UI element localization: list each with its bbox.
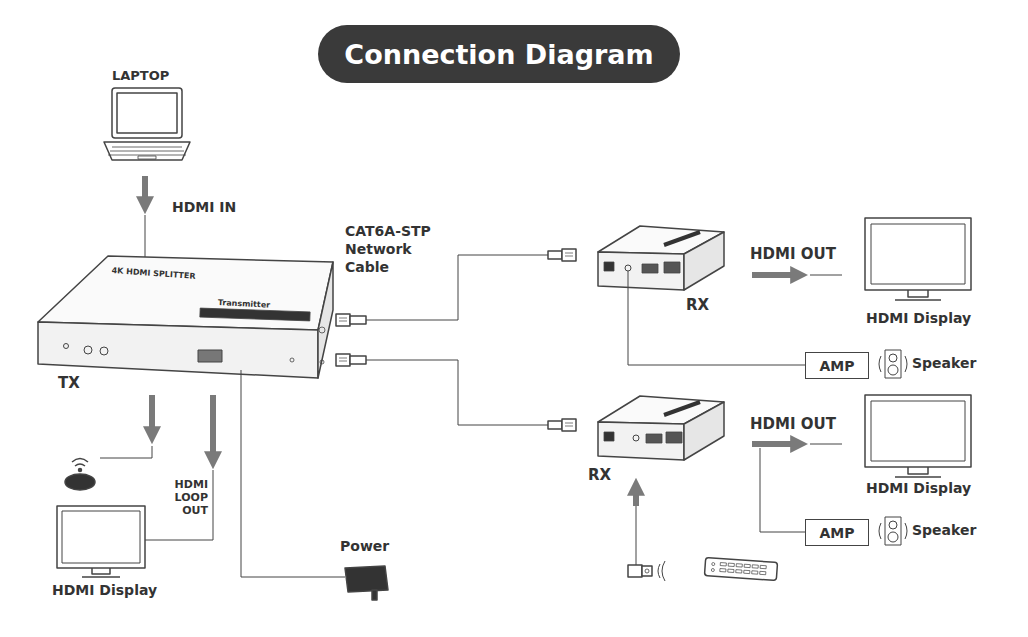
rj45-plug [336, 314, 366, 366]
display-icon [57, 506, 145, 577]
laptop-icon [104, 88, 190, 160]
power-adapter [345, 566, 388, 600]
rj45-plug [548, 249, 576, 431]
box-label: AMP [819, 358, 854, 374]
speaker-icon [879, 350, 907, 378]
device-name: Speaker [912, 355, 976, 372]
remote-control [704, 558, 777, 581]
transmitter-device [38, 256, 333, 378]
display-icon [865, 395, 971, 477]
box-label: AMP [819, 525, 854, 541]
display-icon [865, 218, 971, 300]
device-name: HDMI Display [866, 480, 971, 497]
signal-label: HDMI OUT [750, 415, 836, 433]
receiver-device [598, 226, 724, 290]
wireless-dongle [65, 459, 95, 491]
signal-label: HDMI OUT [750, 245, 836, 263]
device-name: HDMI Display [866, 310, 971, 327]
speaker-icon [879, 517, 907, 545]
signal-label: HDMI IN [172, 199, 236, 216]
device-name: RX [588, 466, 611, 484]
device-name: RX [686, 296, 709, 314]
signal-label: HDMI LOOP OUT [150, 478, 208, 518]
amp-box: AMP [805, 352, 869, 379]
receiver-device [598, 396, 724, 460]
ir-receiver [628, 561, 665, 581]
title-pill: Connection Diagram [318, 25, 680, 83]
cable-label: CAT6A-STP Network Cable [345, 222, 440, 277]
title-text: Connection Diagram [344, 39, 653, 70]
device-name: HDMI Display [52, 582, 157, 599]
device-name: LAPTOP [112, 68, 169, 84]
device-name: TX [58, 374, 80, 392]
device-name: Power [340, 538, 389, 555]
device-name: Speaker [912, 522, 976, 539]
amp-box: AMP [805, 519, 869, 546]
